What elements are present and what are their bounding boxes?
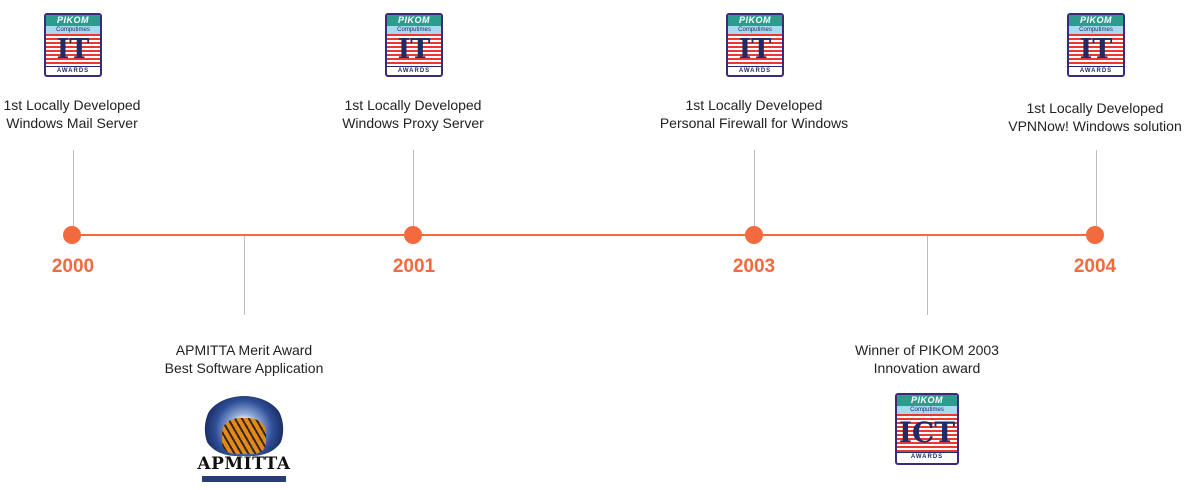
pikom-it-awards-logo: PIKOM Computimes IT AWARDS <box>385 13 443 77</box>
timeline-line <box>72 234 1095 236</box>
apmitta-bar <box>202 476 286 482</box>
connector-2000-below <box>243 236 245 315</box>
apmitta-logo-text: APMITTA <box>197 454 291 474</box>
milestone-2004-above-label: 1st Locally Developed VPNNow! Windows so… <box>1008 100 1182 134</box>
pikom-it-awards-logo: PIKOM Computimes IT AWARDS <box>44 13 102 77</box>
connector-2004-above <box>1095 150 1097 226</box>
pikom-sub: Computimes <box>46 26 100 34</box>
connector-2000-above <box>72 150 74 226</box>
milestone-dot-2000 <box>63 226 81 244</box>
milestone-dot-2003 <box>745 226 763 244</box>
year-label-2003: 2003 <box>732 256 776 277</box>
pikom-sub: Computimes <box>1069 26 1123 34</box>
pikom-letters: IT <box>1079 34 1113 65</box>
pikom-letters: ICT <box>898 416 956 449</box>
pikom-foot: AWARDS <box>46 66 100 75</box>
pikom-letters: IT <box>397 34 431 65</box>
year-label-2001: 2001 <box>392 256 436 277</box>
pikom-brand: PIKOM <box>387 15 441 26</box>
pikom-letters: IT <box>56 34 90 65</box>
pikom-foot: AWARDS <box>387 66 441 75</box>
connector-2003-above <box>753 150 755 226</box>
milestone-2003-above-label: 1st Locally Developed Personal Firewall … <box>659 97 849 131</box>
pikom-it-awards-logo: PIKOM Computimes IT AWARDS <box>1067 13 1125 77</box>
milestone-2003-below-label: Winner of PIKOM 2003 Innovation award <box>855 342 999 376</box>
pikom-brand: PIKOM <box>46 15 100 26</box>
milestone-2001-above-label: 1st Locally Developed Windows Proxy Serv… <box>342 97 484 131</box>
connector-2001-above <box>412 150 414 226</box>
pikom-ict-awards-logo: PIKOM Computimes ICT AWARDS <box>895 393 959 465</box>
pikom-brand: PIKOM <box>1069 15 1123 26</box>
apmitta-tiger-logo: APMITTA <box>196 396 292 484</box>
milestone-dot-2004 <box>1086 226 1104 244</box>
milestone-2000-above-label: 1st Locally Developed Windows Mail Serve… <box>3 97 141 131</box>
year-label-2004: 2004 <box>1073 256 1117 277</box>
pikom-foot: AWARDS <box>1069 66 1123 75</box>
pikom-foot: AWARDS <box>897 452 957 462</box>
pikom-foot: AWARDS <box>728 66 782 75</box>
pikom-it-awards-logo: PIKOM Computimes IT AWARDS <box>726 13 784 77</box>
connector-2003-below <box>926 236 928 315</box>
milestone-2000-below-label: APMITTA Merit Award Best Software Applic… <box>164 342 324 376</box>
tiger-graphic <box>222 418 266 454</box>
pikom-letters: IT <box>738 34 772 65</box>
pikom-sub: Computimes <box>387 26 441 34</box>
pikom-brand: PIKOM <box>897 395 957 406</box>
year-label-2000: 2000 <box>51 256 95 277</box>
pikom-brand: PIKOM <box>728 15 782 26</box>
milestone-dot-2001 <box>404 226 422 244</box>
pikom-sub: Computimes <box>897 406 957 414</box>
pikom-sub: Computimes <box>728 26 782 34</box>
